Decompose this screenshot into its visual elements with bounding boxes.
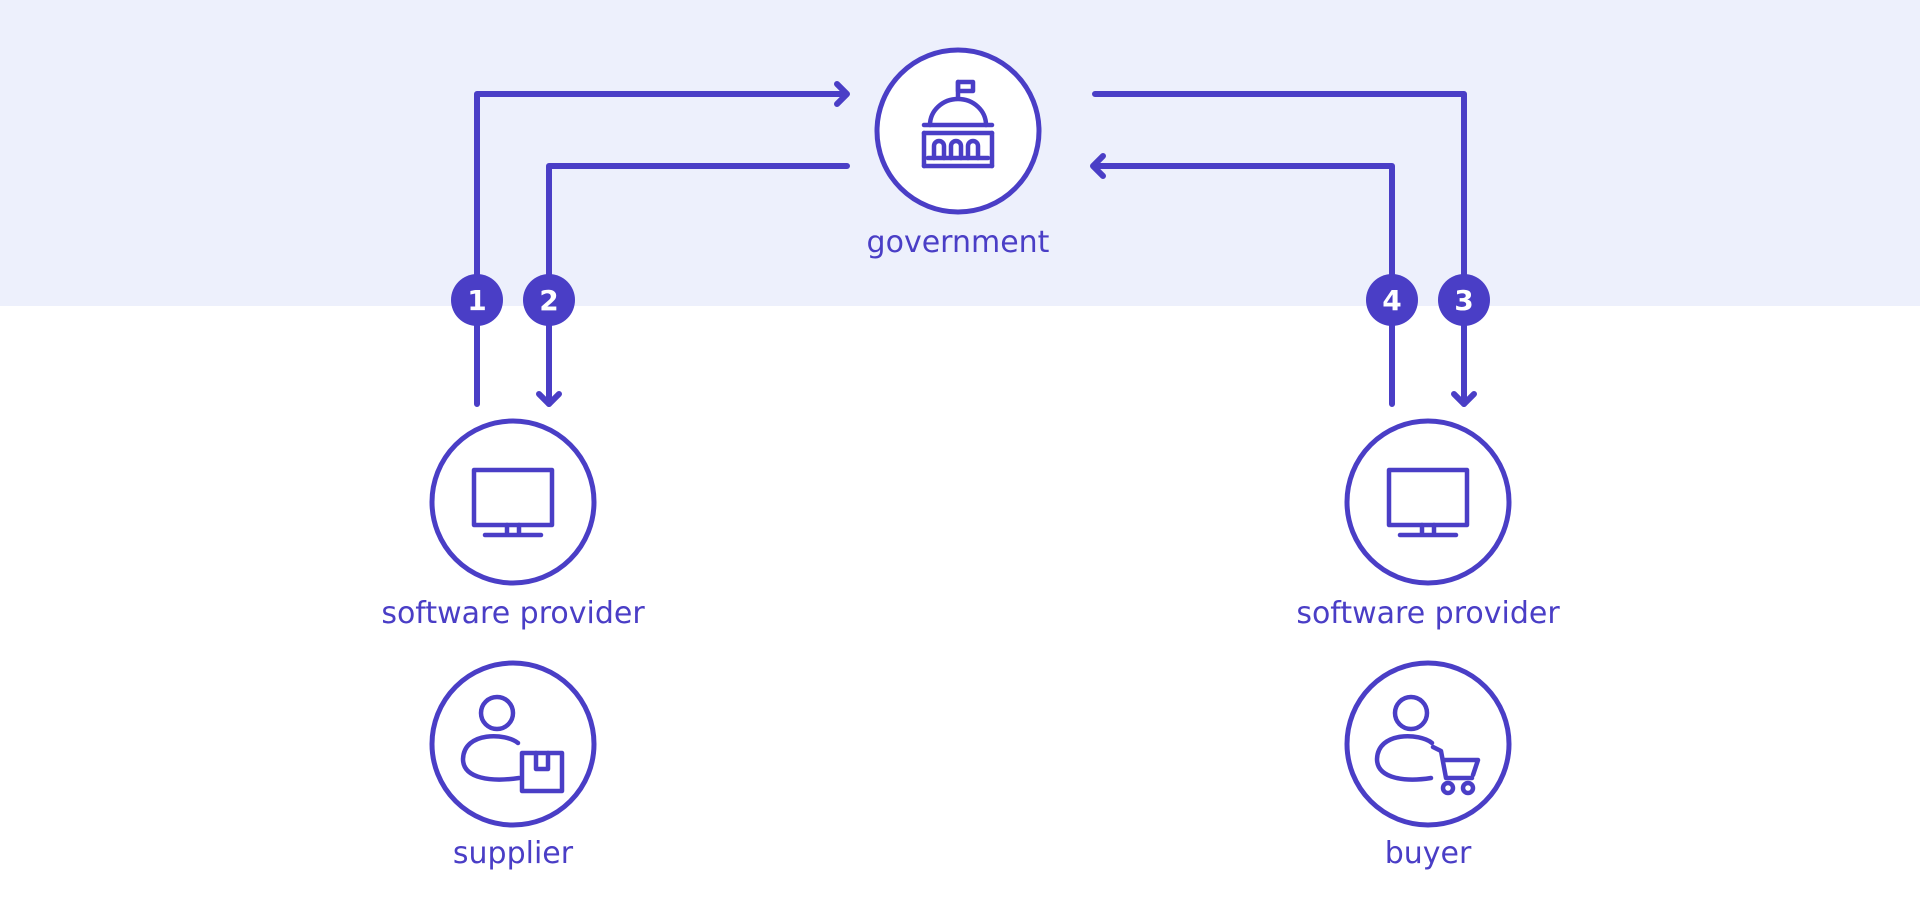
step-badge-1: 1 — [451, 274, 503, 326]
monitor-icon — [471, 467, 555, 538]
step-badge-3: 3 — [1438, 274, 1490, 326]
government-label: government — [867, 225, 1050, 260]
step-badge-2: 2 — [523, 274, 575, 326]
buyer-node: buyer — [1344, 660, 1512, 871]
person-with-package-icon — [460, 694, 565, 794]
software-provider-left-node: software provider — [381, 418, 645, 631]
monitor-icon — [1386, 467, 1470, 538]
supplier-label: supplier — [453, 836, 574, 871]
person-with-cart-icon — [1374, 694, 1481, 796]
buyer-label: buyer — [1385, 836, 1472, 871]
government-node: government — [867, 47, 1050, 260]
capitol-building-icon — [921, 79, 995, 169]
step-number-1: 1 — [467, 284, 486, 317]
step-number-2: 2 — [539, 284, 558, 317]
step-badge-4: 4 — [1366, 274, 1418, 326]
software-provider-right-node: software provider — [1296, 418, 1560, 631]
software-provider-left-label: software provider — [381, 596, 645, 631]
step-number-3: 3 — [1454, 284, 1473, 317]
step-number-4: 4 — [1382, 284, 1401, 317]
software-provider-right-label: software provider — [1296, 596, 1560, 631]
supplier-node: supplier — [429, 660, 597, 871]
